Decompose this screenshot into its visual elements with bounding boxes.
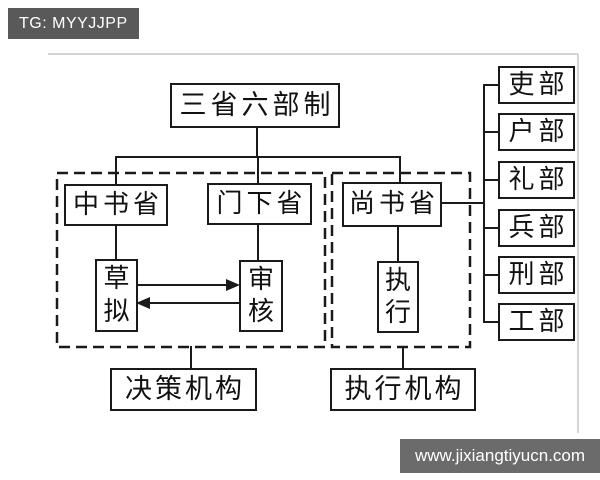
group-label: 执行机构 — [344, 373, 465, 405]
ministry-box: 户部 — [498, 113, 575, 151]
group-label: 决策机构 — [125, 373, 245, 405]
ministry-box: 兵部 — [498, 209, 575, 247]
dept-label: 中书省 — [72, 189, 163, 220]
ministry-label: 刑部 — [508, 259, 569, 290]
arrow-left-icon — [136, 297, 150, 309]
ministry-label: 工部 — [508, 306, 569, 337]
dept-box-shangshusheng: 尚书省 — [342, 182, 442, 227]
group-box-executive: 执行机构 — [330, 368, 476, 411]
function-label: 审核 — [247, 264, 274, 328]
function-label: 草拟 — [103, 264, 130, 327]
function-box-draft: 草拟 — [95, 259, 138, 332]
ministry-label: 户部 — [508, 116, 569, 147]
dept-label: 尚书省 — [348, 189, 439, 220]
ministry-label: 兵部 — [508, 212, 569, 243]
watermark-text: www.jixiangtiyucn.com — [414, 446, 586, 465]
title-label: 三省六部制 — [179, 89, 335, 121]
watermark-badge-bottom-right: www.jixiangtiyucn.com — [400, 439, 600, 473]
function-box-review: 审核 — [239, 260, 283, 332]
ministry-box: 刑部 — [498, 256, 575, 294]
ministry-label: 礼部 — [508, 164, 569, 195]
ministry-box: 礼部 — [498, 161, 575, 199]
executive-group-outline — [330, 171, 472, 349]
title-box: 三省六部制 — [170, 83, 340, 128]
watermark-text: TG: MYYJJPP — [19, 14, 128, 32]
function-box-execute: 执行 — [377, 261, 419, 333]
dept-box-menxiasheng: 门下省 — [207, 183, 312, 225]
group-box-decision: 决策机构 — [110, 368, 257, 411]
arrow-right-icon — [226, 279, 240, 291]
dept-label: 门下省 — [216, 188, 307, 219]
ministry-box: 吏部 — [498, 66, 575, 104]
dept-box-zhongshusheng: 中书省 — [64, 184, 168, 226]
ministry-label: 吏部 — [508, 69, 569, 100]
ministry-box: 工部 — [498, 303, 575, 341]
watermark-badge-top-left: TG: MYYJJPP — [8, 8, 139, 39]
function-label: 执行 — [384, 265, 411, 329]
